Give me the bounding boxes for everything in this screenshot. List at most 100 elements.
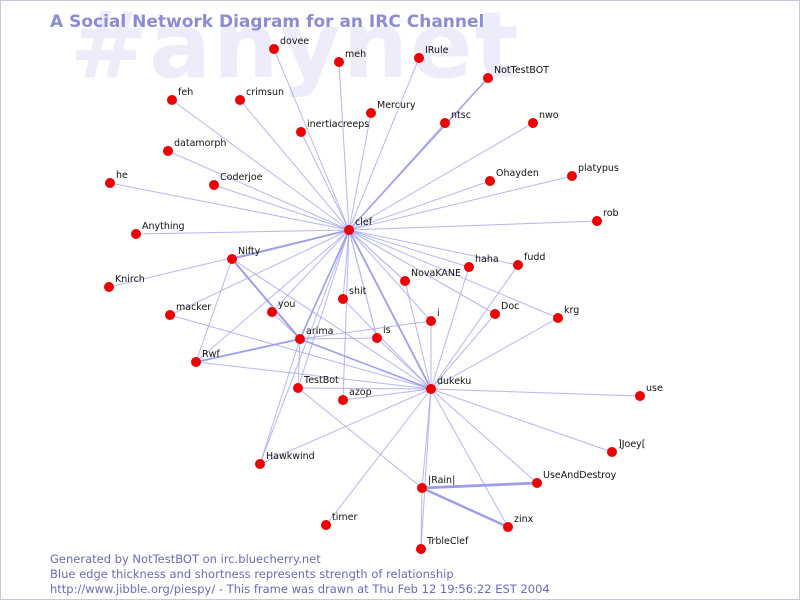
- edge-clef-krg: [348, 229, 559, 319]
- edge-clef-anything: [135, 229, 350, 235]
- node-haha: haha: [464, 254, 499, 272]
- node-label: Anything: [142, 221, 185, 232]
- node-rwf: Rwf: [191, 349, 220, 367]
- node-label: crimsun: [246, 87, 284, 98]
- node-label: NovaKANE: [411, 268, 461, 279]
- node-trbleclef: TrbleClef: [416, 536, 469, 554]
- node-irule: IRule: [414, 45, 449, 63]
- node-zinx: zinx: [503, 514, 534, 532]
- node-feh: feh: [167, 87, 193, 105]
- node-dot: [366, 108, 376, 118]
- edge-dukeku-macker: [169, 314, 432, 390]
- node-nottestbot: NotTestBOT: [483, 65, 549, 83]
- node-useanddestroy: UseAndDestroy: [532, 470, 617, 488]
- node-dot: [104, 282, 114, 292]
- node-clef: clef: [344, 217, 373, 235]
- node-dot: [592, 216, 602, 226]
- node-label: feh: [178, 87, 193, 98]
- node-meh: meh: [334, 49, 366, 67]
- node-fudd: fudd: [513, 252, 545, 270]
- node-dot: [513, 260, 523, 270]
- node-dot: [417, 483, 427, 493]
- node-doc: Doc: [490, 301, 519, 319]
- node-dot: [426, 316, 436, 326]
- node-dot: [344, 225, 354, 235]
- edge-dukeku-rwf: [195, 361, 432, 390]
- edge-rain-useanddestroy: [421, 481, 538, 490]
- node-label: TrbleClef: [426, 536, 469, 547]
- node-dot: [235, 95, 245, 105]
- node-inertiacreeps: inertiacreeps: [296, 119, 369, 137]
- edge-clef-rwf: [195, 229, 350, 363]
- node-i: i: [426, 308, 440, 326]
- node-label: azop: [349, 387, 372, 398]
- edge-dukeku-useanddestroy: [430, 388, 538, 484]
- edge-dukeku-use: [430, 388, 641, 397]
- node-label: datamorph: [174, 138, 226, 149]
- node-label: Doc: [501, 301, 519, 312]
- node-label: NotTestBOT: [494, 65, 549, 76]
- edge-clef-meh: [338, 61, 350, 231]
- edge-clef-rob: [348, 220, 598, 231]
- edge-clef-datamorph: [167, 150, 350, 231]
- node-dot: [167, 95, 177, 105]
- edge-arima-you: [271, 311, 301, 340]
- node-he: he: [105, 170, 128, 188]
- edge-clef-inertiacreeps: [300, 131, 350, 231]
- node-dot: [485, 176, 495, 186]
- node-dot: [269, 44, 279, 54]
- node-dot: [635, 391, 645, 401]
- edge-dukeku-fudd: [430, 264, 519, 390]
- node-dot: [105, 178, 115, 188]
- node-dot: [426, 384, 436, 394]
- node-dot: [553, 313, 563, 323]
- edge-clef-nwo: [348, 122, 534, 231]
- edge-dukeku-novakane: [404, 280, 432, 390]
- edge-dukeku-trbleclef: [420, 388, 432, 550]
- edge-clef-you: [271, 229, 350, 313]
- footer-legend-line: Blue edge thickness and shortness repres…: [50, 567, 454, 581]
- edge-clef-platypus: [348, 175, 573, 231]
- edge-clef-dukeku: [348, 229, 432, 390]
- node-label: arima: [306, 326, 333, 337]
- footer: Generated by NotTestBOT on irc.bluecherr…: [50, 552, 550, 597]
- node-joey: ]Joey[: [607, 439, 646, 457]
- node-label: dukeku: [437, 376, 471, 387]
- node-testbot: TestBot: [293, 375, 339, 393]
- node-label: Mercury: [377, 100, 416, 111]
- edge-dukeku-azop: [342, 388, 432, 401]
- footer-generated-line: Generated by NotTestBOT on irc.bluecherr…: [50, 552, 321, 566]
- edge-rwf-nifty: [195, 258, 233, 363]
- node-rain: |Rain|: [417, 475, 455, 493]
- edge-clef-dovee: [273, 48, 350, 231]
- node-label: inertiacreeps: [307, 119, 369, 130]
- edge-clef-haha: [348, 229, 470, 268]
- node-label: dovee: [280, 36, 309, 47]
- edge-clef-ntsc: [348, 122, 446, 231]
- node-dot: [191, 357, 201, 367]
- node-ohayden: Ohayden: [485, 168, 539, 186]
- node-label: Knirch: [115, 274, 145, 285]
- node-dot: [255, 459, 265, 469]
- node-dot: [209, 180, 219, 190]
- node-label: fudd: [524, 252, 545, 263]
- node-mercury: Mercury: [366, 100, 416, 118]
- node-label: rob: [603, 208, 619, 219]
- node-label: ]Joey[: [618, 439, 646, 450]
- node-dot: [416, 544, 426, 554]
- node-platypus: platypus: [567, 163, 619, 181]
- edge-clef-doc: [348, 229, 496, 315]
- node-arima: arima: [295, 326, 333, 344]
- edge-clef-testbot: [297, 229, 350, 389]
- node-label: shit: [349, 286, 367, 297]
- node-knirch: Knirch: [104, 274, 145, 292]
- node-dot: [227, 254, 237, 264]
- node-shit: shit: [338, 286, 367, 304]
- node-label: zinx: [514, 514, 534, 525]
- node-krg: krg: [553, 305, 579, 323]
- edge-arima-rwf: [195, 338, 301, 363]
- node-dot: [503, 522, 513, 532]
- edge-clef-feh: [171, 99, 350, 231]
